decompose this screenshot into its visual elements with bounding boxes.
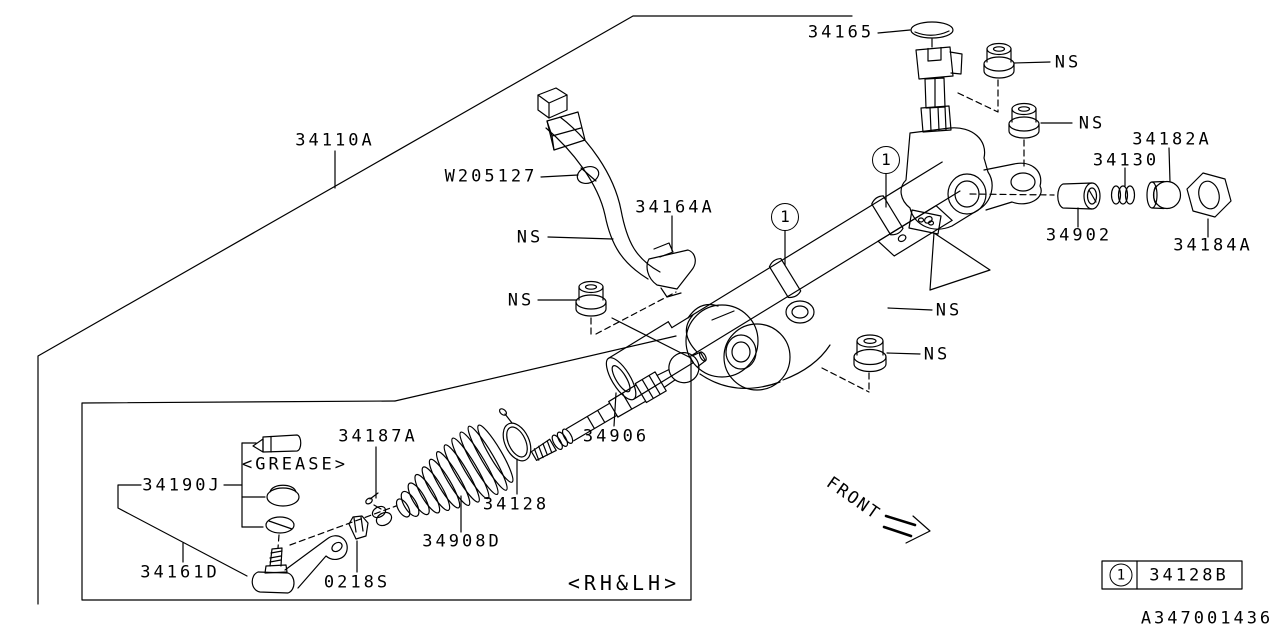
- label-w205127: W205127: [444, 166, 538, 187]
- label-34164a: 34164A: [635, 197, 715, 218]
- label-34161d: 34161D: [140, 562, 220, 583]
- label-34187a: 34187A: [338, 426, 418, 447]
- label-ns-3: NS: [516, 227, 544, 248]
- label-34182a: 34182A: [1132, 129, 1212, 150]
- steering-input-shaft: [910, 21, 963, 133]
- clamp-34187a: [365, 492, 393, 527]
- bracket-34110a: [37, 15, 853, 605]
- inset-box: [81, 357, 692, 601]
- legend-callout-1: 1: [1109, 563, 1133, 587]
- tie-rod-end-34161d: [251, 535, 348, 594]
- bracket-34164a: [646, 242, 696, 298]
- part-34184a-nut: [1186, 172, 1232, 218]
- label-34130: 34130: [1092, 150, 1160, 171]
- leader-lines: [117, 29, 1209, 577]
- inset-projection-lines: [394, 317, 692, 402]
- rack-tube: [605, 161, 961, 401]
- part-34130-spring: [1110, 185, 1136, 205]
- label-34128: 34128: [482, 494, 550, 515]
- legend-part-number: 34128B: [1149, 565, 1229, 586]
- doc-number: A347001436: [1140, 608, 1274, 629]
- front-arrow-icon: [882, 514, 931, 544]
- ring-34128: [498, 408, 532, 462]
- label-34184a: 34184A: [1173, 235, 1253, 256]
- dashed-lines: [277, 79, 1055, 549]
- callout-1-lower: 1: [771, 203, 799, 231]
- snap-ring-icon: [265, 516, 295, 534]
- label-34190j: 34190J: [142, 475, 222, 496]
- label-0218s: 0218S: [323, 572, 391, 593]
- callout-1-upper-text: 1: [881, 150, 891, 169]
- inner-tie-rod-34906: [530, 351, 707, 461]
- ns-bushing-top: [983, 42, 1015, 79]
- grease-tube-icon: [252, 434, 302, 453]
- motor-housing: [685, 300, 831, 391]
- label-ns-6: NS: [923, 344, 951, 365]
- callout-1-lower-text: 1: [780, 207, 790, 226]
- label-ns-5: NS: [935, 300, 963, 321]
- label-ns-1: NS: [1054, 52, 1082, 73]
- label-rh-lh: <RH&LH>: [567, 571, 681, 595]
- label-34908d: 34908D: [422, 531, 502, 552]
- ns-bushing-upper-right: [1008, 102, 1040, 139]
- label-34902: 34902: [1045, 225, 1113, 246]
- part-34902-bushing: [1057, 182, 1101, 210]
- ns-bushing-bottom: [853, 334, 887, 373]
- boot-34908d: [395, 424, 514, 518]
- label-34110a: 34110A: [295, 130, 375, 151]
- legend-callout-1-text: 1: [1116, 567, 1126, 583]
- valve-housing: [900, 127, 1042, 291]
- label-ns-4: NS: [507, 290, 535, 311]
- label-ns-2: NS: [1078, 113, 1106, 134]
- clamp-w205127: [576, 165, 600, 185]
- callout-1-upper: 1: [872, 146, 900, 174]
- dust-cap-icon: [266, 484, 300, 507]
- ns-bushing-left: [575, 280, 607, 317]
- sensor-hose: [537, 87, 661, 280]
- label-34906: 34906: [582, 426, 650, 447]
- label-grease: <GREASE>: [242, 454, 348, 475]
- label-34165: 34165: [807, 22, 875, 43]
- legend-box: [1101, 560, 1243, 590]
- part-34182a-cap: [1146, 180, 1182, 210]
